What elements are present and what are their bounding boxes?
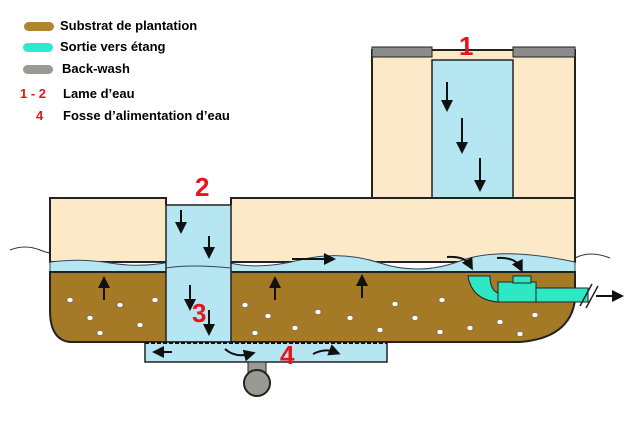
- legend-label-backwash: Back-wash: [62, 61, 130, 76]
- legend-swatch-outlet: [23, 43, 53, 52]
- legend-swatch-substrate: [24, 22, 54, 31]
- marker-3: 3: [192, 298, 207, 328]
- main-tank: [49, 197, 576, 263]
- note-key-water-layer: 1 - 2: [20, 86, 47, 101]
- tower-1: [371, 46, 576, 199]
- outlet-pipe: [467, 275, 624, 309]
- legend-label-outlet: Sortie vers étang: [60, 39, 166, 54]
- flow-arrows: [98, 82, 523, 362]
- note-label-feed-pit: Fosse d’alimentation d’eau: [63, 108, 230, 123]
- marker-1: 1: [459, 31, 474, 61]
- marker-2: 2: [195, 172, 210, 202]
- substrate-layer: [49, 271, 576, 343]
- legend-swatch-backwash: [23, 65, 53, 74]
- backwash-pipe: [243, 361, 271, 397]
- ground-line-left: [9, 246, 56, 254]
- pebbles: [66, 297, 539, 337]
- legend-label-substrate: Substrat de plantation: [60, 18, 198, 33]
- feed-pit-4: [144, 341, 388, 363]
- marker-4: 4: [280, 340, 295, 370]
- note-label-water-layer: Lame d’eau: [63, 86, 135, 101]
- note-key-feed-pit: 4: [36, 108, 44, 123]
- ground-line-right: [574, 253, 611, 259]
